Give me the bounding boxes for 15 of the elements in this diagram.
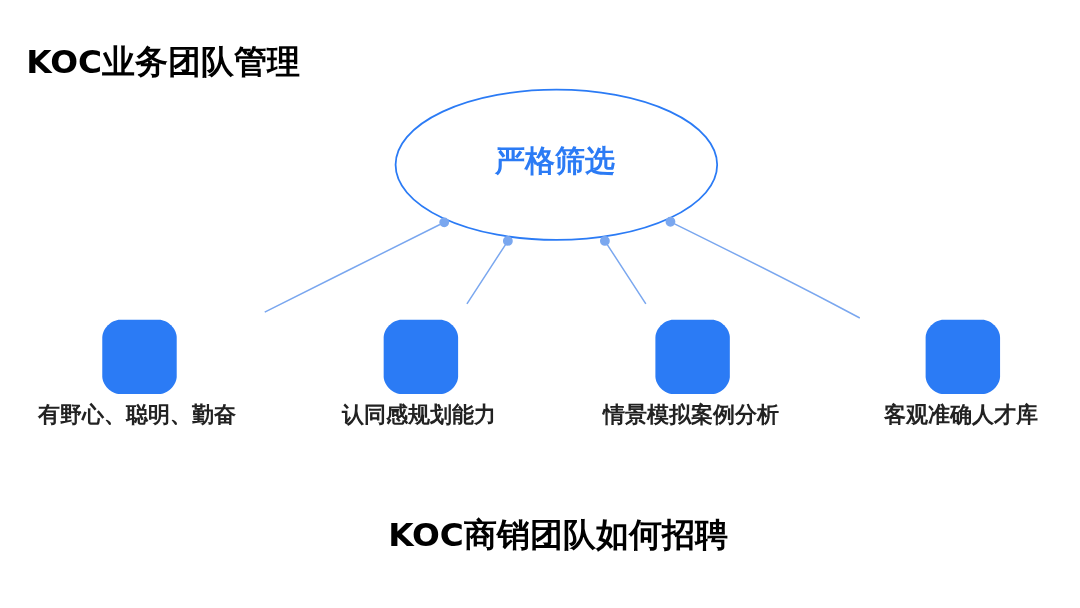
node-box <box>925 319 1001 395</box>
node-label: 认同感规划能力 <box>341 401 496 428</box>
node-label: 情景模拟案例分析 <box>602 401 779 428</box>
connector <box>665 216 861 319</box>
node-box <box>102 319 177 395</box>
node-label: 客观准确人才库 <box>883 401 1038 428</box>
caption: KOC商销团队如何招聘 <box>388 516 728 555</box>
node-label: 有野心、聪明、勤奋 <box>38 401 237 428</box>
node-box <box>655 319 730 395</box>
connector <box>600 236 647 305</box>
connector <box>466 236 513 305</box>
node-box <box>383 319 459 395</box>
diagram-title: KOC业务团队管理 <box>26 42 301 81</box>
node-ellipse: 严格筛选 <box>394 88 719 241</box>
connector <box>264 217 450 313</box>
